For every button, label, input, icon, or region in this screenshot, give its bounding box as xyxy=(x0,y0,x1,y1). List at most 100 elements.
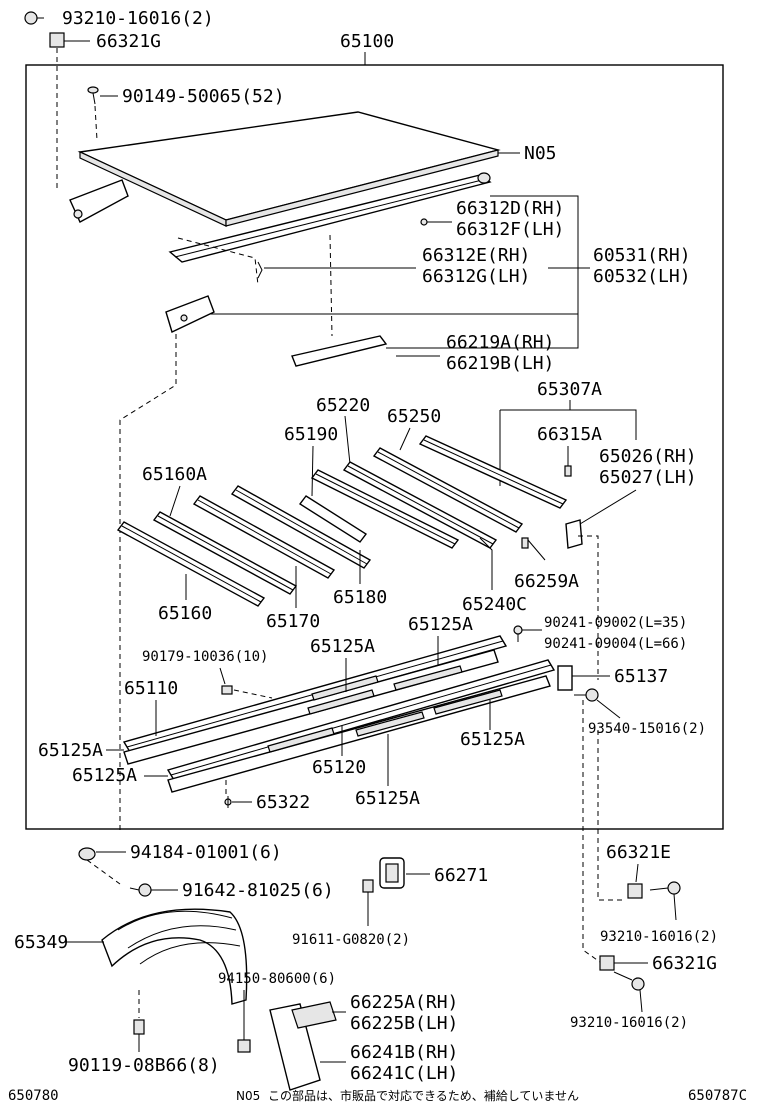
label-65110: 65110 xyxy=(124,678,178,699)
label-91611: 91611-G0820(2) xyxy=(292,932,410,948)
label-65026: 65026(RH) xyxy=(599,446,697,467)
footer-right-code: 650787C xyxy=(688,1088,747,1104)
crossmember-65170 xyxy=(192,495,336,579)
bolt-icon xyxy=(24,11,44,25)
footer-note-text: この部品は、市販品で対応できるため、補給していません xyxy=(268,1088,579,1103)
crossmember-65160 xyxy=(116,521,266,607)
label-66241B: 66241B(RH) xyxy=(350,1042,458,1063)
label-65170: 65170 xyxy=(266,611,320,632)
bolt-icon xyxy=(362,879,374,904)
bolt-icon xyxy=(574,688,599,702)
side-rail xyxy=(168,172,492,263)
crossmember-65190 xyxy=(310,469,460,549)
label-n05: N05 xyxy=(524,143,557,164)
label-screw-52: 90149-50065(52) xyxy=(122,86,285,107)
label-60531: 60531(RH) xyxy=(593,245,691,266)
label-90179: 90179-10036(10) xyxy=(142,649,268,665)
label-60532: 60532(LH) xyxy=(593,266,691,287)
crossmember-65160A xyxy=(152,511,298,595)
label-66321G-right: 66321G xyxy=(652,953,717,974)
nut-icon xyxy=(237,1039,251,1053)
footer-note-label: N05 xyxy=(236,1089,260,1103)
screw-icon xyxy=(87,86,99,105)
bolt-icon xyxy=(129,883,152,897)
bracket-left xyxy=(69,179,129,223)
label-94184: 94184-01001(6) xyxy=(130,842,282,863)
floor-panel xyxy=(77,111,501,227)
label-65125A-1: 65125A xyxy=(408,614,473,635)
clip-icon xyxy=(627,883,643,899)
label-66312D: 66312D(RH) xyxy=(456,198,564,219)
label-65125A-4: 65125A xyxy=(72,765,137,786)
mudflap-66225 xyxy=(269,1001,337,1091)
label-65190: 65190 xyxy=(284,424,338,445)
label-65120: 65120 xyxy=(312,757,366,778)
bracket-65137 xyxy=(557,665,573,691)
bolt-icon xyxy=(649,881,681,895)
spacer-icon xyxy=(521,537,529,549)
assembly-frame xyxy=(25,64,724,830)
label-94150: 94150-80600(6) xyxy=(218,971,336,987)
label-93210-r1: 93210-16016(2) xyxy=(600,929,718,945)
label-66312E: 66312E(RH) xyxy=(422,245,530,266)
plate-left xyxy=(165,295,215,333)
small-pin-icon xyxy=(564,465,572,477)
clip-66271 xyxy=(379,857,405,889)
label-65180: 65180 xyxy=(333,587,387,608)
clip-icon xyxy=(49,32,65,48)
label-90241-35: 90241-09002(L=35) xyxy=(544,615,687,631)
label-66219B: 66219B(LH) xyxy=(446,353,554,374)
label-93540: 93540-15016(2) xyxy=(588,721,706,737)
label-66259A: 66259A xyxy=(514,571,579,592)
label-65160: 65160 xyxy=(158,603,212,624)
label-65137: 65137 xyxy=(614,666,668,687)
label-66241C: 66241C(LH) xyxy=(350,1063,458,1084)
label-93210-r2: 93210-16016(2) xyxy=(570,1015,688,1031)
label-66225B: 66225B(LH) xyxy=(350,1013,458,1034)
label-65125A-2: 65125A xyxy=(310,636,375,657)
label-clip-top-left: 66321G xyxy=(96,31,161,52)
label-65349: 65349 xyxy=(14,932,68,953)
mudguard-65349 xyxy=(101,908,248,1005)
grommet-icon xyxy=(78,847,96,861)
label-65160A: 65160A xyxy=(142,464,207,485)
bolt-icon xyxy=(224,796,232,808)
hook-icon xyxy=(257,261,263,279)
crossmember-65180 xyxy=(230,485,372,569)
label-65125A-5: 65125A xyxy=(460,729,525,750)
label-66271: 66271 xyxy=(434,865,488,886)
label-91642: 91642-81025(6) xyxy=(182,880,334,901)
clip-icon xyxy=(599,955,615,971)
reinforcement-strip xyxy=(291,335,388,367)
label-66312F: 66312F(LH) xyxy=(456,219,564,240)
label-65220: 65220 xyxy=(316,395,370,416)
label-65240C: 65240C xyxy=(462,594,527,615)
label-90241-66: 90241-09004(L=66) xyxy=(544,636,687,652)
crossmember-65200 xyxy=(298,495,368,543)
label-66315A: 66315A xyxy=(537,424,602,445)
end-bracket xyxy=(565,519,583,549)
label-65125A-3: 65125A xyxy=(38,740,103,761)
footer-left-code: 650780 xyxy=(8,1088,59,1104)
label-bolt-top-left: 93210-16016(2) xyxy=(62,8,214,29)
label-65125A-6: 65125A xyxy=(355,788,420,809)
bolt-icon xyxy=(133,1019,145,1052)
label-65250: 65250 xyxy=(387,406,441,427)
strip-set xyxy=(267,665,503,753)
crossmember-65307A xyxy=(418,435,568,509)
long-rail-65120 xyxy=(166,659,556,781)
label-65322: 65322 xyxy=(256,792,310,813)
label-90119: 90119-08B66(8) xyxy=(68,1055,220,1076)
label-65307A: 65307A xyxy=(537,379,602,400)
label-66312G: 66312G(LH) xyxy=(422,266,530,287)
label-65027: 65027(LH) xyxy=(599,467,697,488)
crossmember-65250 xyxy=(372,447,524,533)
bolt-icon xyxy=(513,625,523,642)
label-66321E: 66321E xyxy=(606,842,671,863)
label-66219A: 66219A(RH) xyxy=(446,332,554,353)
nut-icon xyxy=(221,685,233,695)
pin-icon xyxy=(420,218,444,226)
bolt-icon xyxy=(613,971,645,991)
